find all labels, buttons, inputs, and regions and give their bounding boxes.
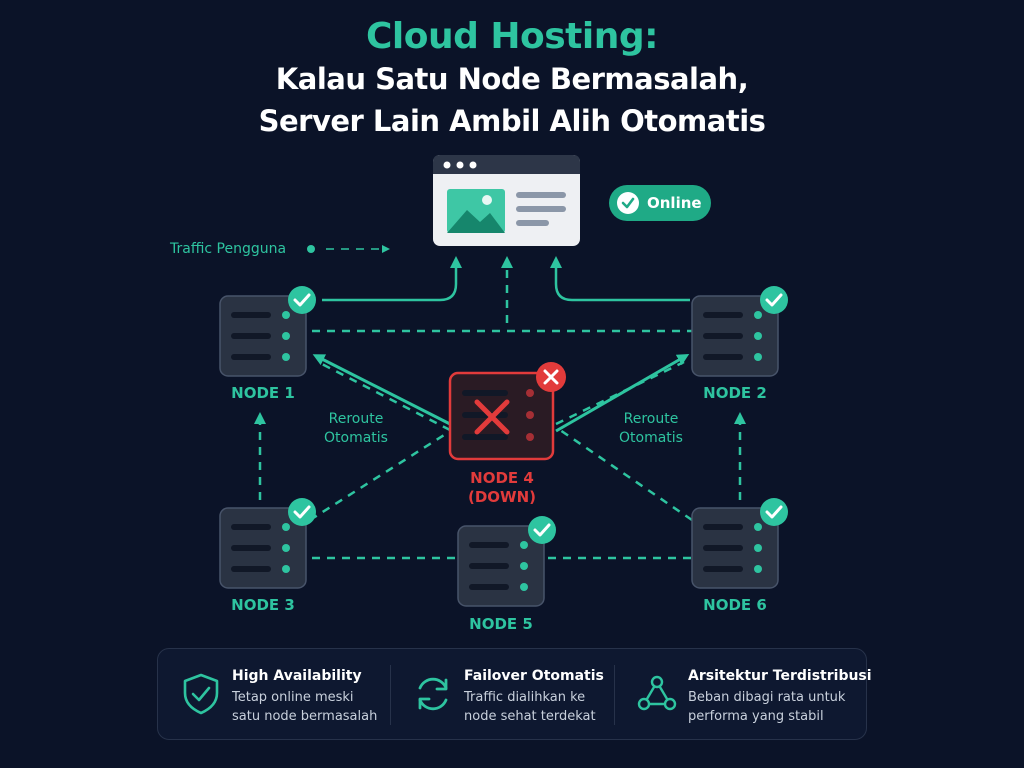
features-panel: High Availability Tetap online meski sat…	[157, 648, 872, 741]
link-node6-node4	[559, 428, 693, 522]
traffic-dot	[307, 245, 315, 253]
node-5-server-icon	[457, 516, 556, 607]
feature-title: High Availability	[232, 668, 362, 684]
reroute-arrow-left	[312, 354, 453, 427]
shield-check-icon	[183, 673, 219, 715]
x-mark-icon	[474, 399, 510, 435]
node-3-label: NODE 3	[231, 596, 295, 614]
node-5-label: NODE 5	[469, 615, 533, 633]
error-badge-icon	[536, 362, 566, 392]
feature-desc: Tetap online meski satu node bermasalah	[232, 690, 378, 724]
check-badge-icon	[760, 498, 788, 526]
feature-desc: Traffic dialihkan ke node sehat terdekat	[464, 690, 596, 724]
node-2-label: NODE 2	[703, 384, 767, 402]
node-1-server-icon	[219, 286, 316, 377]
node-3-server-icon	[219, 498, 316, 589]
check-badge-icon	[528, 516, 556, 544]
feature-title: Failover Otomatis	[464, 668, 604, 684]
web-app-window-icon	[433, 155, 580, 246]
link-node1-to-web	[322, 256, 462, 302]
check-badge-icon	[288, 286, 316, 314]
online-status-badge: Online	[609, 185, 711, 221]
node-4-server-down-icon	[448, 362, 566, 461]
title-line-2: Kalau Satu Node Bermasalah,	[275, 62, 749, 96]
check-badge-icon	[288, 498, 316, 526]
refresh-icon	[418, 677, 448, 711]
feature-desc: Beban dibagi rata untuk performa yang st…	[688, 690, 846, 724]
reroute-label-left: Reroute Otomatis	[324, 411, 388, 446]
reroute-label-right: Reroute Otomatis	[619, 411, 683, 446]
divider	[614, 665, 615, 725]
divider	[390, 665, 391, 725]
link-node2-to-web	[550, 256, 690, 302]
connection-lines	[254, 245, 746, 560]
feature-failover: Failover Otomatis Traffic dialihkan ke n…	[390, 649, 614, 741]
feature-distributed: Arsitektur Terdistribusi Beban dibagi ra…	[614, 649, 872, 741]
reroute-arrow-right	[555, 353, 690, 433]
node-6-label: NODE 6	[703, 596, 767, 614]
feature-title: Arsitektur Terdistribusi	[688, 668, 872, 684]
title-line-3: Server Lain Ambil Alih Otomatis	[258, 104, 766, 138]
feature-high-availability: High Availability Tetap online meski sat…	[158, 649, 390, 741]
check-badge-icon	[760, 286, 788, 314]
link-node3-node4	[309, 428, 453, 522]
node-1-label: NODE 1	[231, 384, 295, 402]
traffic-label: Traffic Pengguna	[170, 241, 287, 257]
check-icon	[617, 192, 639, 214]
title-line-1: Cloud Hosting:	[365, 16, 659, 57]
network-icon	[637, 675, 677, 711]
online-status-text: Online	[647, 194, 702, 212]
node-4-label: NODE 4 (DOWN)	[467, 469, 536, 506]
reroute-dashed-left	[317, 360, 451, 432]
node-6-server-icon	[691, 498, 788, 589]
node-2-server-icon	[691, 286, 788, 377]
